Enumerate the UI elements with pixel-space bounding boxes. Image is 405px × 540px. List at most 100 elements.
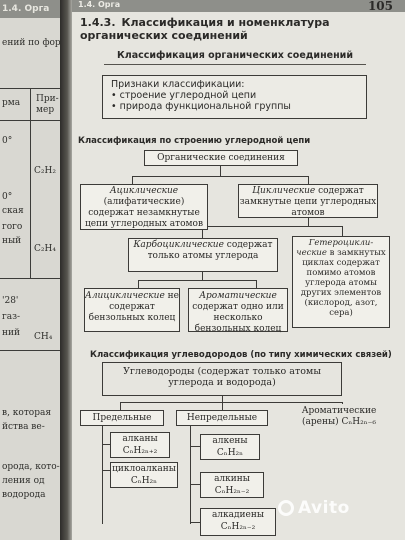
- left-running-head: 1.4. Орга: [0, 0, 60, 18]
- subheading: Классификация органических соединений: [117, 50, 353, 61]
- left-fragment: йства ве-: [2, 422, 45, 432]
- page-number: 105: [367, 0, 393, 13]
- connector: [190, 446, 200, 447]
- avito-logo-icon: [278, 500, 294, 516]
- connector: [132, 176, 308, 177]
- left-fragment: CH₄: [34, 332, 53, 342]
- cycloalkanes-label: циклоалканы CₙH₂ₙ: [112, 464, 176, 486]
- left-fragment: в, которая: [2, 408, 52, 418]
- aromatic-box: Ароматические содержат одно или нескольк…: [188, 288, 288, 334]
- cyclic-box: Циклические содержат замкнутые цепи угле…: [238, 184, 378, 218]
- carbocyclic-term: Карбоциклические: [133, 240, 224, 250]
- connector: [256, 280, 257, 288]
- cyclic-term: Циклические: [252, 186, 316, 196]
- table-rule: [30, 88, 31, 278]
- connector: [202, 226, 203, 238]
- connector: [190, 522, 200, 523]
- left-fragment: мер: [36, 105, 55, 115]
- left-fragment: ская: [2, 206, 24, 216]
- aromatic-desc: содержат одно или несколько бензольных к…: [192, 302, 284, 334]
- hydrocarbons-box: Углеводороды (содержат только атомы угле…: [102, 362, 342, 396]
- page-heading: 1.4.3.Классификация и номенклатура орган…: [80, 16, 398, 42]
- feature-item: • природа функциональной группы: [111, 101, 291, 112]
- running-head: 1.4. Орга: [78, 0, 121, 9]
- acyclic-box: Ациклические (алифатические) содержат не…: [80, 184, 208, 230]
- aromatic-term: Ароматические: [199, 291, 277, 301]
- book-gutter: [60, 0, 72, 540]
- connector: [220, 166, 221, 176]
- heterocyclic-box: Гетероцикли-ческие в замкнутых циклах со…: [292, 236, 390, 328]
- unsaturated-label: Непредельные: [186, 413, 258, 423]
- left-fragment: C₂H₂: [34, 166, 56, 176]
- unsaturated-box: Непредельные: [176, 410, 268, 426]
- running-head-band: 1.4. Орга: [72, 0, 405, 12]
- avito-watermark: Avito: [298, 498, 350, 518]
- left-fragment: гого: [2, 222, 23, 232]
- connector: [202, 226, 342, 227]
- organic-compounds-box: Органические соединения: [144, 150, 298, 166]
- hydrocarbons-label: Углеводороды (содержат только атомы угле…: [123, 366, 321, 388]
- heading-title: Классификация и номенклатура органически…: [80, 16, 330, 42]
- acyclic-term: Ациклические: [109, 186, 179, 196]
- cyclic-desc: содержат замкнутые цепи углеродных атомо…: [239, 186, 377, 218]
- carbocyclic-box: Карбоциклические содержат только атомы у…: [128, 238, 278, 272]
- section-title: Классификация углеводородов (по типу хим…: [90, 350, 392, 360]
- left-fragment: ный: [2, 236, 22, 246]
- left-fragment: '28': [2, 296, 19, 306]
- alkanes-box: алканы CₙH₂ₙ₊₂: [110, 432, 170, 458]
- cycloalkanes-box: циклоалканы CₙH₂ₙ: [110, 462, 178, 488]
- carbocyclic-desc: содержат только атомы углерода: [147, 240, 273, 261]
- left-fragment: 0°: [2, 192, 13, 202]
- left-fragment: C₂H₄: [34, 244, 56, 254]
- subheading-rule: [104, 64, 366, 65]
- book-page: 1.4. Орга 105 1.4.3.Классификация и номе…: [72, 0, 405, 540]
- connector: [138, 280, 139, 288]
- table-rule: [0, 278, 60, 279]
- alkadienes-box: алкадиены CₙH₂ₙ₋₂: [200, 508, 276, 536]
- connector: [120, 402, 121, 410]
- connector: [138, 280, 256, 281]
- alkenes-label: алкены CₙH₂ₙ: [212, 436, 248, 458]
- left-fragment: При-: [36, 94, 59, 104]
- feature-item: • строение углеродной цепи: [111, 90, 257, 101]
- saturated-label: Предельные: [92, 413, 152, 423]
- heading-number: 1.4.3.: [80, 16, 116, 29]
- connector: [102, 426, 103, 524]
- connector: [102, 444, 110, 445]
- left-page: 1.4. Орга ений по фор- рма При- мер 0° 0…: [0, 0, 60, 540]
- heterocyclic-desc: в замкнутых циклах содержат помимо атомо…: [300, 248, 386, 318]
- connector: [102, 470, 110, 471]
- features-box: Признаки классификации: • строение углер…: [102, 75, 367, 119]
- alkadienes-label: алкадиены CₙH₂ₙ₋₂: [211, 510, 265, 532]
- connector: [222, 396, 223, 402]
- acyclic-desc: (алифатические) содержат незамкнутые цеп…: [84, 197, 204, 229]
- left-fragment: ний: [2, 328, 20, 338]
- connector: [120, 402, 342, 403]
- left-fragment: 0°: [2, 136, 13, 146]
- left-fragment: газ-: [2, 312, 21, 322]
- connector: [190, 426, 191, 524]
- connector: [202, 272, 203, 280]
- connector: [132, 176, 133, 184]
- connector: [222, 402, 223, 410]
- section-title: Классификация по строению углеродной цеп…: [78, 136, 311, 146]
- alicyclic-box: Алициклические не содержат бензольных ко…: [84, 288, 180, 332]
- left-fragment: ления од: [2, 476, 45, 486]
- features-title: Признаки классификации:: [111, 79, 245, 90]
- alkanes-label: алканы CₙH₂ₙ₊₂: [122, 434, 158, 456]
- heterocyclic-term: Гетероцикли-ческие: [296, 238, 374, 258]
- table-rule: [0, 350, 60, 351]
- left-fragment: рма: [2, 98, 21, 108]
- connector: [342, 226, 343, 236]
- alkynes-label: алкины CₙH₂ₙ₋₂: [214, 474, 250, 496]
- alkynes-box: алкины CₙH₂ₙ₋₂: [200, 472, 264, 498]
- saturated-box: Предельные: [80, 410, 164, 426]
- left-fragment: водорода: [2, 490, 46, 500]
- arenes-label: Ароматические (арены) CₙH₂ₙ₋₆: [301, 406, 377, 427]
- connector: [190, 484, 200, 485]
- alicyclic-desc: не содержат бензольных колец: [88, 291, 179, 323]
- alkenes-box: алкены CₙH₂ₙ: [200, 434, 260, 460]
- left-fragment: орода, кото-: [2, 462, 60, 472]
- alicyclic-term: Алициклические: [85, 291, 165, 301]
- organic-label: Органические соединения: [157, 153, 285, 163]
